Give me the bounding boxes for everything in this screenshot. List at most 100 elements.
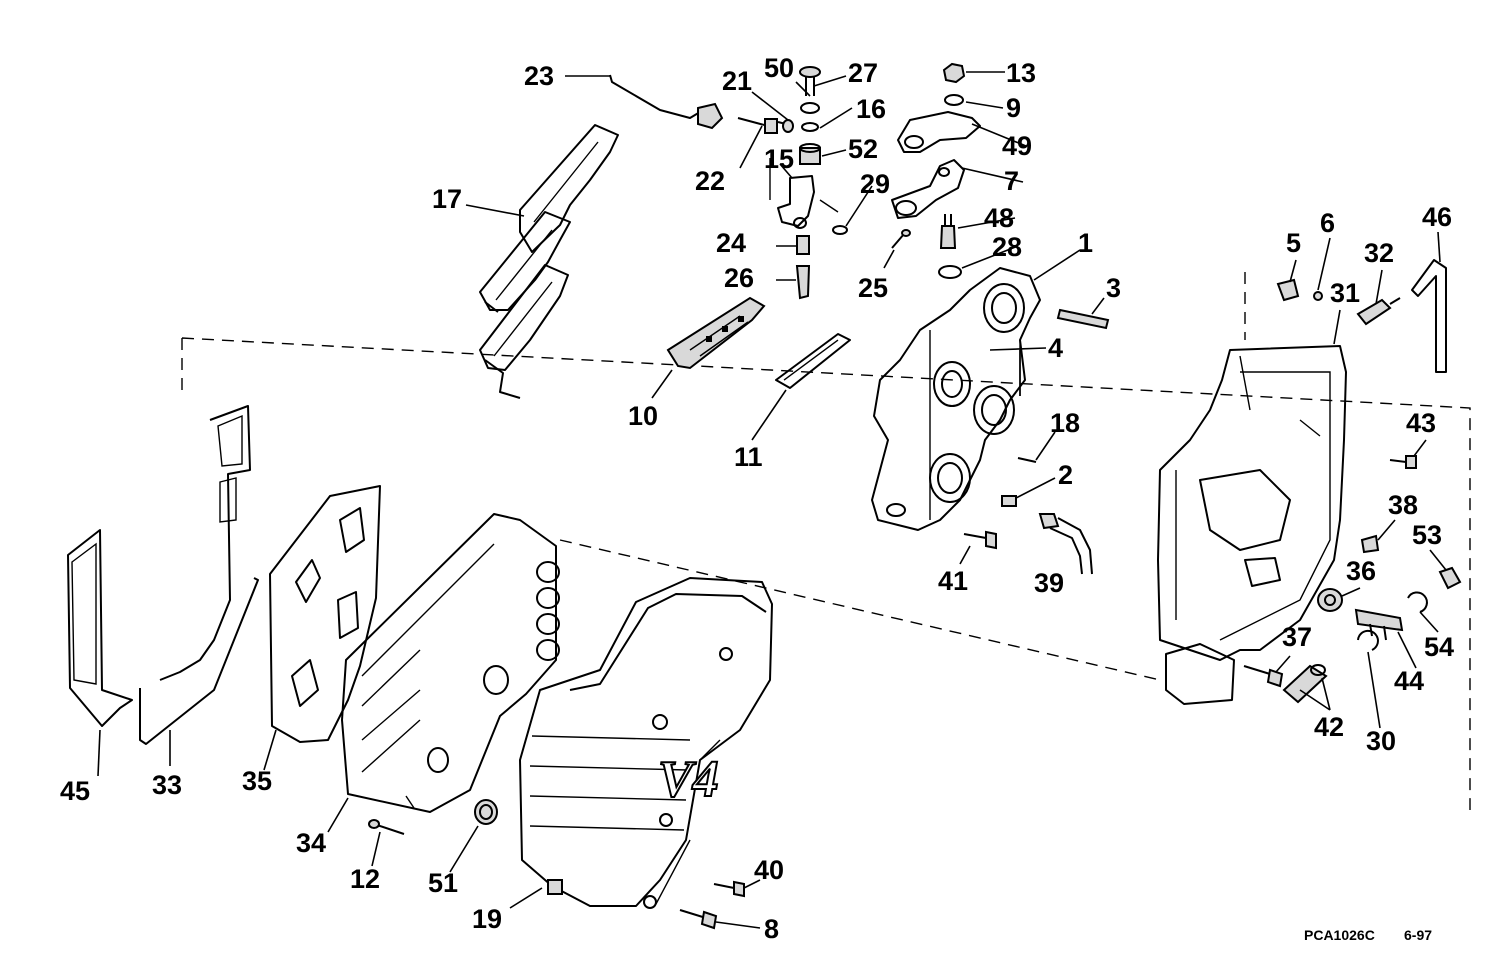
callout-labels: 23 21 50 27 16 52 15 22 13 9 49 7 48 28 … bbox=[60, 53, 1454, 944]
screw-38 bbox=[1360, 534, 1380, 554]
cap-53 bbox=[1438, 566, 1462, 590]
clip-30 bbox=[1357, 629, 1379, 651]
callout-22: 22 bbox=[695, 166, 725, 196]
washer-28 bbox=[938, 265, 962, 279]
spacer-24 bbox=[796, 235, 810, 255]
callout-25: 25 bbox=[858, 273, 888, 303]
callout-51: 51 bbox=[428, 868, 458, 898]
callout-32: 32 bbox=[1364, 238, 1394, 268]
callout-44: 44 bbox=[1394, 666, 1424, 696]
callout-43: 43 bbox=[1406, 408, 1436, 438]
bolt-37 bbox=[1243, 665, 1284, 688]
callout-15: 15 bbox=[764, 144, 794, 174]
gasket-11 bbox=[775, 333, 851, 389]
cover-logo: V4 bbox=[658, 751, 719, 808]
fitting-32 bbox=[1356, 297, 1401, 326]
callout-19: 19 bbox=[472, 904, 502, 934]
callout-29: 29 bbox=[860, 169, 890, 199]
callout-54: 54 bbox=[1424, 632, 1454, 662]
screw-18 bbox=[1017, 457, 1037, 463]
hose-46 bbox=[1411, 259, 1447, 373]
assembly-outline-dashed bbox=[181, 337, 1471, 810]
callout-10: 10 bbox=[628, 401, 658, 431]
pin-26 bbox=[795, 265, 811, 300]
housing-31 bbox=[1157, 345, 1347, 705]
callout-28: 28 bbox=[992, 232, 1022, 262]
intake-cover-19: V4 bbox=[519, 577, 773, 909]
callout-27: 27 bbox=[848, 58, 878, 88]
callout-40: 40 bbox=[754, 855, 784, 885]
gasket-35 bbox=[269, 485, 381, 743]
callout-3: 3 bbox=[1106, 273, 1121, 303]
callout-31: 31 bbox=[1330, 278, 1360, 308]
fitting-44 bbox=[1354, 608, 1404, 641]
clip-54 bbox=[1407, 591, 1428, 613]
callout-39: 39 bbox=[1034, 568, 1064, 598]
bolt-27 bbox=[799, 66, 821, 96]
callout-26: 26 bbox=[724, 263, 754, 293]
screw-6 bbox=[1313, 291, 1323, 301]
callout-4: 4 bbox=[1048, 333, 1063, 363]
drawing-code: PCA1026C bbox=[1304, 927, 1375, 943]
screw-12 bbox=[368, 819, 405, 835]
callout-30: 30 bbox=[1366, 726, 1396, 756]
callout-46: 46 bbox=[1422, 202, 1452, 232]
callout-17: 17 bbox=[432, 184, 462, 214]
callout-6: 6 bbox=[1320, 208, 1335, 238]
callout-42: 42 bbox=[1314, 712, 1344, 742]
clip-21 bbox=[782, 119, 794, 133]
seal-33 bbox=[139, 577, 259, 745]
callout-38: 38 bbox=[1388, 490, 1418, 520]
callout-36: 36 bbox=[1346, 556, 1376, 586]
callout-37: 37 bbox=[1282, 622, 1312, 652]
washer-9 bbox=[944, 94, 964, 106]
washer-50 bbox=[800, 102, 820, 114]
gasket-45 bbox=[67, 405, 251, 727]
stud-3 bbox=[1056, 308, 1110, 330]
callout-41: 41 bbox=[938, 566, 968, 596]
callout-16: 16 bbox=[856, 94, 886, 124]
screw-43 bbox=[1389, 455, 1417, 469]
drawing-date: 6-97 bbox=[1404, 927, 1432, 943]
callout-18: 18 bbox=[1050, 408, 1080, 438]
callout-2: 2 bbox=[1058, 460, 1073, 490]
callout-7: 7 bbox=[1004, 166, 1019, 196]
screw-25 bbox=[891, 229, 911, 249]
bracket-5 bbox=[1276, 278, 1300, 302]
bolt-8 bbox=[679, 909, 718, 930]
throttle-bracket-15 bbox=[769, 158, 839, 229]
callout-12: 12 bbox=[350, 864, 380, 894]
washer-16 bbox=[801, 122, 819, 132]
hose-39 bbox=[1038, 513, 1093, 575]
assembly-outline-lower-dashed bbox=[559, 272, 1246, 681]
callout-9: 9 bbox=[1006, 93, 1021, 123]
plug-51 bbox=[474, 799, 498, 825]
callout-49: 49 bbox=[1002, 131, 1032, 161]
nut-13 bbox=[942, 62, 966, 84]
callout-21: 21 bbox=[722, 66, 752, 96]
reed-block-10 bbox=[666, 296, 766, 370]
reed-plate-34 bbox=[341, 513, 560, 813]
callout-45: 45 bbox=[60, 776, 90, 806]
washer-29 bbox=[832, 225, 848, 235]
stud-48 bbox=[939, 214, 957, 249]
cam-lever-49 bbox=[897, 111, 981, 153]
callout-50: 50 bbox=[764, 53, 794, 83]
callout-48: 48 bbox=[984, 203, 1014, 233]
screw-22 bbox=[737, 117, 787, 134]
callout-23: 23 bbox=[524, 61, 554, 91]
bushing-52 bbox=[799, 143, 821, 165]
callout-34: 34 bbox=[296, 828, 326, 858]
callout-5: 5 bbox=[1286, 228, 1301, 258]
callout-53: 53 bbox=[1412, 520, 1442, 550]
callout-24: 24 bbox=[716, 228, 746, 258]
callout-13: 13 bbox=[1006, 58, 1036, 88]
bolt-41 bbox=[963, 530, 997, 550]
link-rod-23 bbox=[609, 74, 724, 130]
callout-8: 8 bbox=[764, 914, 779, 944]
leader-lines bbox=[97, 71, 1447, 929]
throttle-lever-7 bbox=[891, 159, 965, 219]
sleeve-42 bbox=[1282, 664, 1328, 704]
